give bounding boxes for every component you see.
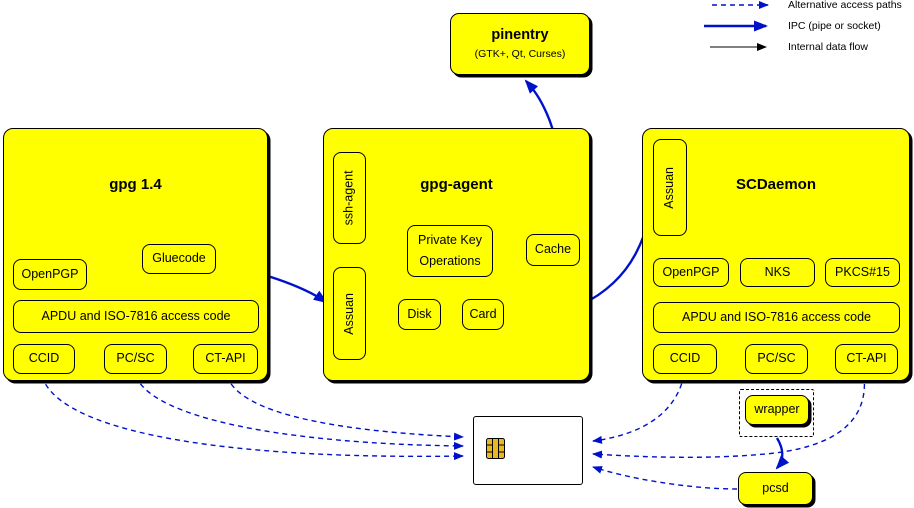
node-card: Card — [462, 299, 504, 330]
node-cache: Cache — [526, 234, 580, 266]
node-private-key-operations: Private Key Operations — [407, 225, 493, 277]
smartcard-chip-icon — [486, 438, 505, 459]
node-gpg-agent-ssh-agent: ssh-agent — [333, 152, 366, 244]
label: NKS — [764, 264, 791, 279]
legend-row-alternative: Alternative access paths — [700, 0, 914, 11]
label: PC/SC — [757, 351, 796, 366]
node-gpg14-ccid: CCID — [13, 344, 75, 374]
label: PKCS#15 — [835, 264, 890, 279]
node-scdaemon-assuan: Assuan — [653, 139, 687, 236]
altpath-scdaemon-ccid-to-smartcard — [592, 374, 685, 444]
legend-label: Internal data flow — [788, 41, 868, 53]
wrapper-dashed-outline — [739, 389, 814, 437]
legend-label: Alternative access paths — [788, 0, 902, 11]
label: Assuan — [662, 166, 677, 209]
label: OpenPGP — [662, 264, 720, 279]
node-scdaemon-pkcs15: PKCS#15 — [825, 258, 900, 287]
gpg-agent-title: gpg-agent — [420, 176, 493, 193]
node-gpg-agent-assuan: Assuan — [333, 267, 366, 360]
legend-label: IPC (pipe or socket) — [788, 20, 881, 32]
node-scdaemon-ccid: CCID — [653, 344, 717, 374]
node-disk: Disk — [398, 299, 441, 330]
smartcard — [473, 416, 583, 485]
legend: Alternative access paths IPC (pipe or so… — [700, 0, 914, 63]
label: CCID — [669, 351, 701, 366]
label: CT-API — [205, 351, 246, 366]
label: CCID — [28, 351, 60, 366]
node-pinentry: pinentry (GTK+, Qt, Curses) — [450, 13, 590, 75]
label: Disk — [407, 306, 432, 321]
node-scdaemon-openpgp: OpenPGP — [653, 258, 729, 287]
ipc-arrow-icon — [704, 20, 768, 32]
label: OpenPGP — [21, 266, 79, 281]
ipc-wrapper-to-pcsd — [775, 437, 790, 470]
altpath-pcsd-to-smartcard — [592, 466, 738, 490]
pinentry-title: pinentry — [491, 26, 549, 43]
node-gpg14: gpg 1.4 — [3, 128, 268, 381]
node-gpg14-pcsc: PC/SC — [104, 344, 167, 374]
altpath-gpg14-ctapi-to-smartcard — [226, 375, 464, 441]
label: Gluecode — [152, 251, 206, 266]
legend-row-ipc: IPC (pipe or socket) — [700, 20, 914, 32]
label: Operations — [419, 253, 481, 268]
label: Cache — [534, 242, 572, 257]
node-gpg14-openpgp: OpenPGP — [13, 259, 87, 290]
pinentry-subtitle: (GTK+, Qt, Curses) — [474, 47, 566, 60]
scdaemon-title: SCDaemon — [735, 176, 817, 193]
label: CT-API — [846, 351, 887, 366]
gpg14-title: gpg 1.4 — [109, 176, 162, 193]
label: Assuan — [341, 292, 356, 335]
label: wrapper — [754, 402, 800, 417]
label: Private Key — [418, 232, 482, 247]
altpath-gpg14-ccid-to-smartcard — [41, 375, 464, 461]
label: APDU and ISO-7816 access code — [41, 308, 231, 323]
label: pcsd — [762, 480, 789, 495]
node-scdaemon-ctapi: CT-API — [835, 344, 898, 374]
label: Card — [469, 306, 497, 321]
node-gpg14-gluecode: Gluecode — [142, 244, 216, 274]
node-gpg14-apdu: APDU and ISO-7816 access code — [13, 300, 259, 333]
node-scdaemon-nks: NKS — [740, 258, 815, 287]
node-scdaemon-apdu: APDU and ISO-7816 access code — [653, 302, 900, 333]
node-wrapper: wrapper — [745, 395, 809, 425]
black-arrow-icon — [710, 43, 767, 51]
altpath-scdaemon-ctapi-to-smartcard — [592, 374, 866, 459]
dashed-arrow-icon — [712, 1, 769, 9]
node-gpg14-ctapi: CT-API — [193, 344, 258, 374]
node-scdaemon-pcsc: PC/SC — [745, 344, 808, 374]
label: PC/SC — [116, 351, 155, 366]
label: ssh-agent — [341, 170, 356, 226]
label: APDU and ISO-7816 access code — [682, 309, 871, 324]
legend-row-internal: Internal data flow — [700, 41, 914, 53]
node-pcsd: pcsd — [738, 472, 813, 505]
altpath-gpg14-pcsc-to-smartcard — [135, 375, 464, 450]
